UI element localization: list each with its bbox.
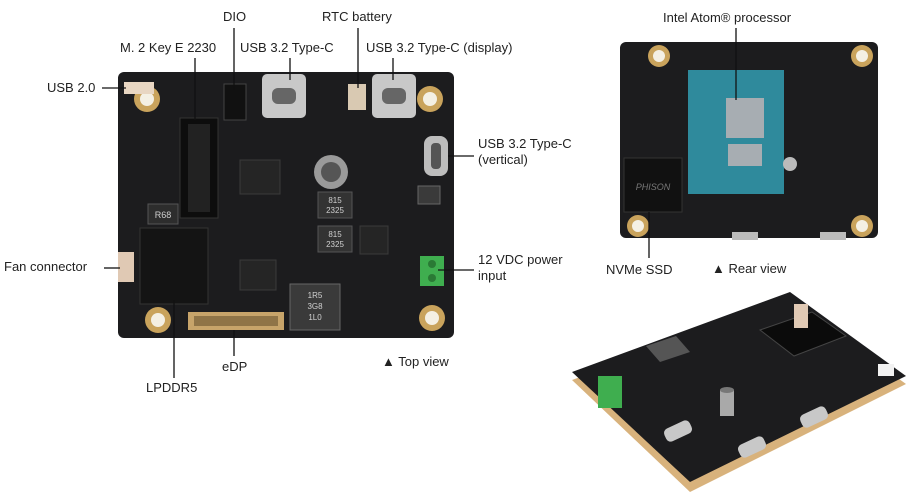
nvme-ssd-label: NVMe SSD [606,262,673,277]
rear-view-board: PHISON [620,42,878,240]
dio-header [223,83,247,121]
chip-mark: 815 [328,230,342,239]
rear-view-caption: ▲ Rear view [712,261,787,276]
rtc-battery-connector [348,84,366,110]
usb2-header [124,82,154,94]
ssd-brand: PHISON [636,182,671,192]
leader-lines [102,28,737,378]
lpddr5-chip [139,227,209,305]
mount-hole [648,45,670,67]
chip-mark: 2325 [326,206,344,215]
top-view-board: R68 815 2325 815 2325 1R5 3G8 1L0 [118,72,454,338]
mount-hole [851,215,873,237]
usb2-label: USB 2.0 [47,80,96,95]
fan-connector-label: Fan connector [4,259,88,274]
chip-mark: 3G8 [307,302,323,311]
dio-label: DIO [223,9,247,24]
chip-mark: 1L0 [308,313,322,322]
chip-mark: 815 [328,196,342,205]
power-input-connector [598,376,622,408]
mount-hole [419,305,445,331]
usb-typec-vertical-label: USB 3.2 Type-C (vertical) [478,136,572,167]
edp-label: eDP [222,359,248,374]
mount-hole [627,215,649,237]
angled-view-board [572,292,906,492]
chip-mark: 2325 [326,240,344,249]
usb-typec-display-label: USB 3.2 Type-C (display) [366,40,513,55]
mount-hole [145,307,171,333]
chip-mark: 1R5 [308,291,323,300]
fan-connector [118,252,134,282]
processor-label: Intel Atom® processor [663,10,792,25]
processor-die [726,98,764,138]
usb-typec-label: USB 3.2 Type-C [240,40,334,55]
power-input-label: 12 VDC power input [478,252,563,283]
mount-hole [417,86,443,112]
mount-hole [851,45,873,67]
top-view-caption: ▲ Top view [382,354,449,369]
lpddr5-label: LPDDR5 [146,380,198,395]
chip-mark: R68 [155,210,172,220]
m2-label: M. 2 Key E 2230 [120,40,217,55]
nvme-ssd-chip [623,157,683,213]
rtc-battery-label: RTC battery [322,9,392,24]
